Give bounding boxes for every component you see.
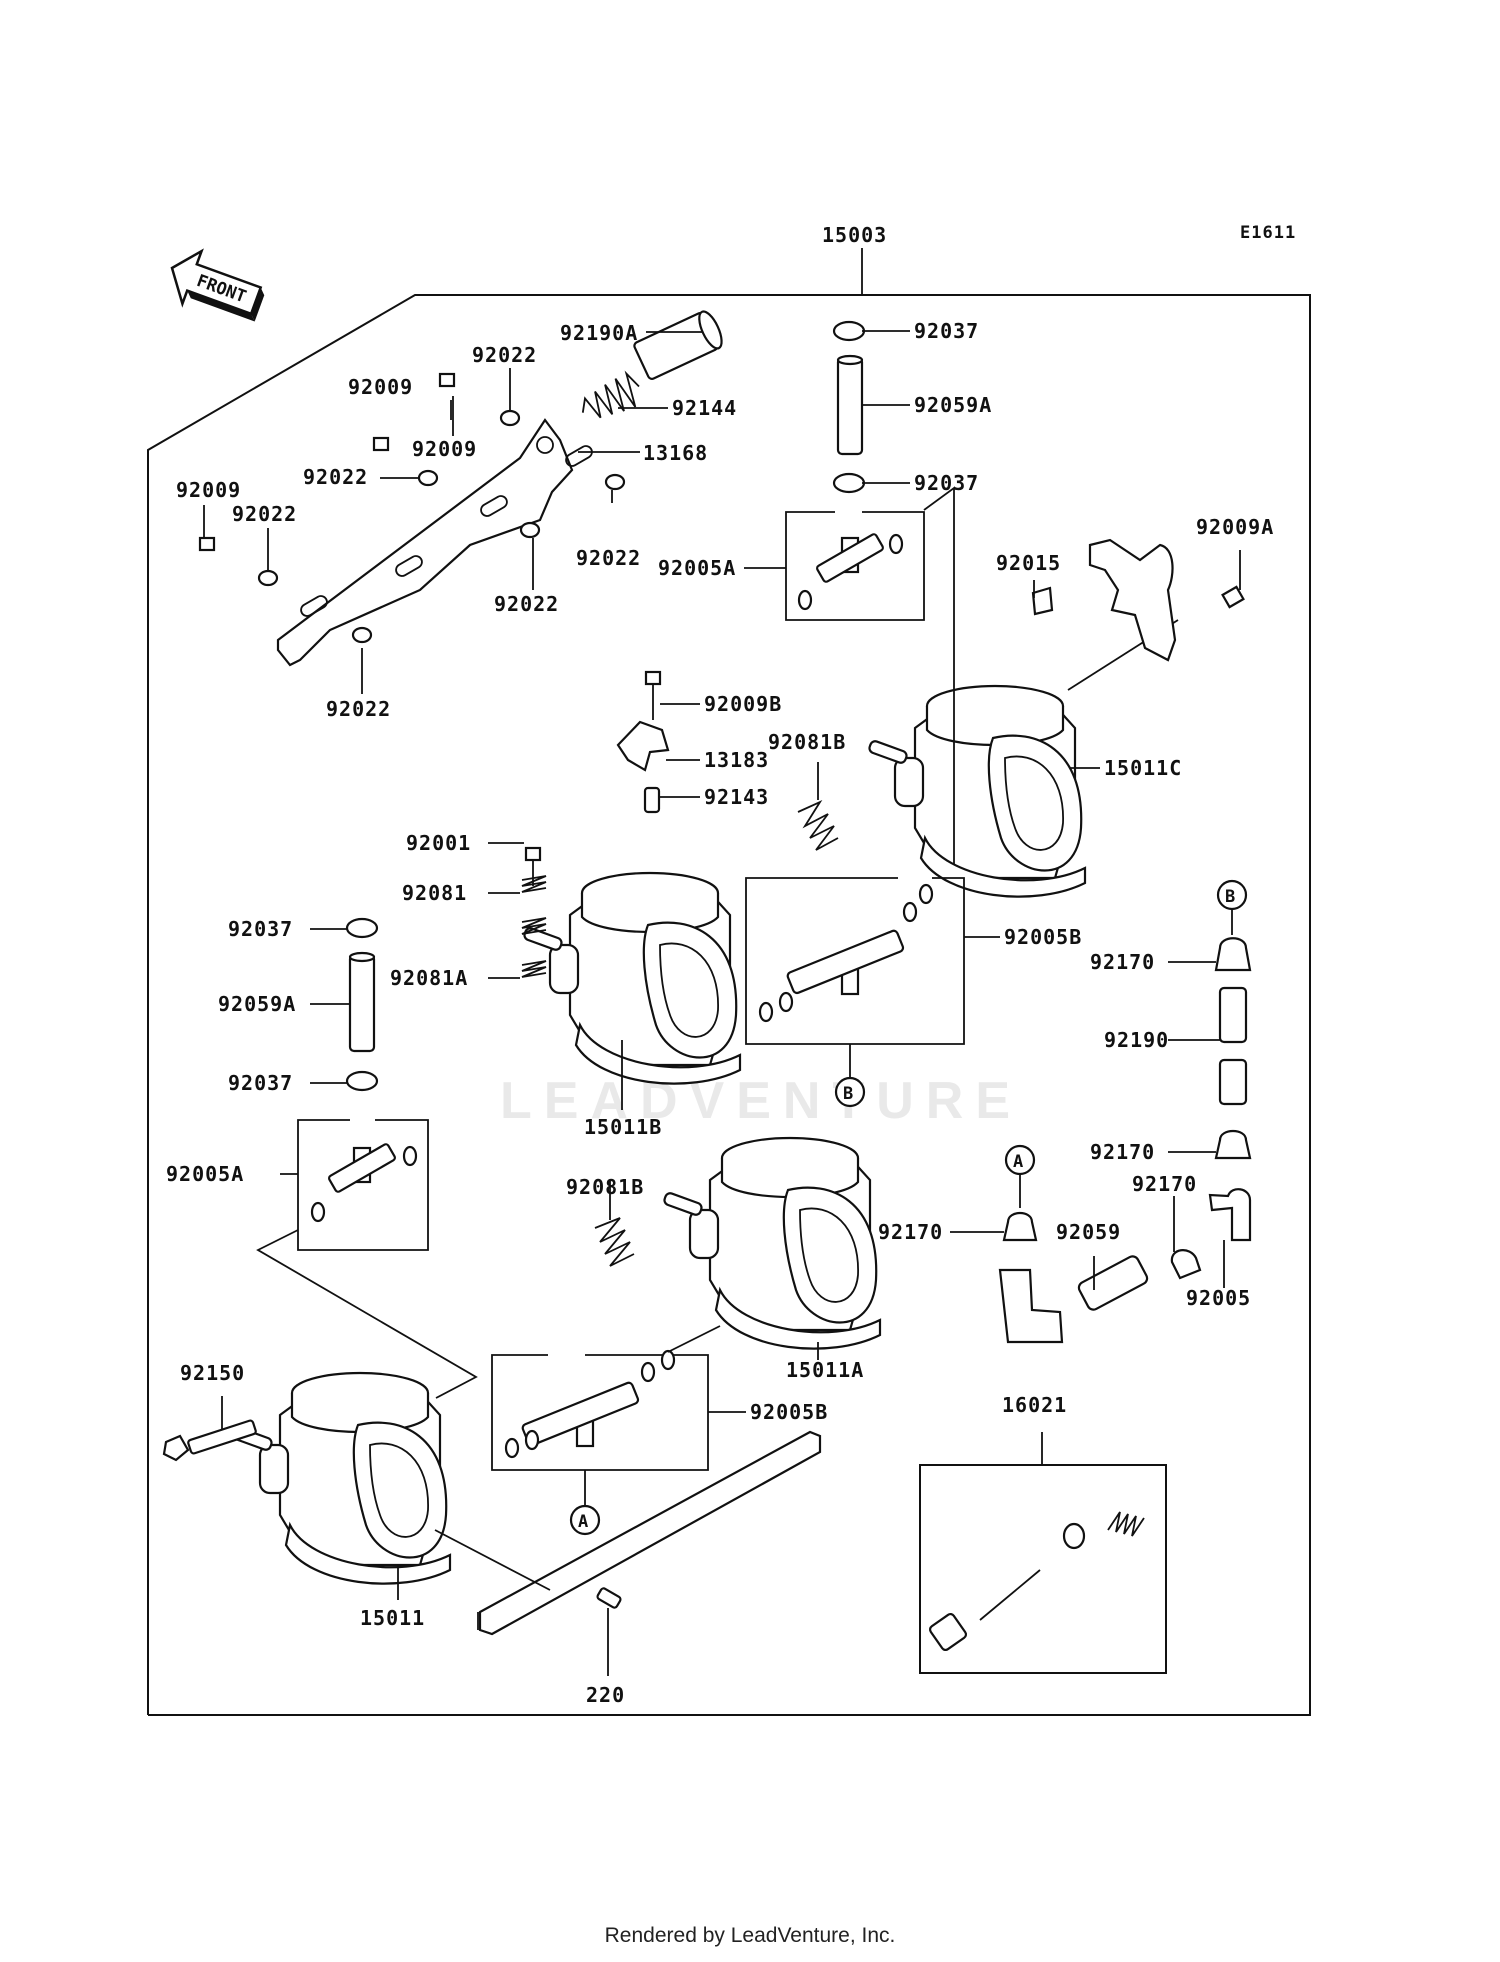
carburetor-15011A [661,1136,882,1350]
label-92022-d[interactable]: 92022 [576,546,641,570]
footer-credit: Rendered by LeadVenture, Inc. [604,1924,896,1947]
joint-92005B-lower: A [491,1217,721,1536]
label-13168[interactable]: 13168 [643,441,708,465]
label-92190A[interactable]: 92190A [560,321,638,345]
label-92170-c[interactable]: 92170 [1090,1140,1155,1164]
carburetor-15011B [521,871,742,1085]
label-92144[interactable]: 92144 [672,396,737,420]
label-92170-d[interactable]: 92170 [1132,1172,1197,1196]
diagram-code: E1611 [1240,223,1296,243]
label-92150[interactable]: 92150 [180,1361,245,1385]
label-92005B-low[interactable]: 92005B [750,1400,828,1424]
label-92009B[interactable]: 92009B [704,692,782,716]
carburetor-15011 [231,1371,452,1585]
label-92009-b[interactable]: 92009 [412,437,477,461]
label-92081B-low[interactable]: 92081B [566,1175,644,1199]
kit-16021 [919,1432,1167,1674]
label-15011A[interactable]: 15011A [786,1358,864,1382]
label-92037-left2[interactable]: 92037 [228,1071,293,1095]
callout-b-lower[interactable]: B [843,1084,854,1104]
joint-92005A-left [256,917,478,1399]
label-15011C[interactable]: 15011C [1104,756,1182,780]
label-92001[interactable]: 92001 [406,831,471,855]
joint-92005A-top [785,320,925,621]
label-92022-f[interactable]: 92022 [326,697,391,721]
bracket-13168 [276,418,593,667]
callout-a-upper[interactable]: A [1013,1152,1024,1172]
label-92170-a[interactable]: 92170 [878,1220,943,1244]
label-220[interactable]: 220 [586,1683,625,1707]
front-arrow-icon: FRONT [170,248,265,322]
label-92037-top1[interactable]: 92037 [914,319,979,343]
label-92037-top2[interactable]: 92037 [914,471,979,495]
label-92081[interactable]: 92081 [402,881,467,905]
leader-lines [203,330,1241,1676]
label-92009A[interactable]: 92009A [1196,515,1274,539]
watermark-text: LEADVENTURE [500,1072,1022,1130]
callout-b-upper[interactable]: B [1225,887,1236,907]
label-92059[interactable]: 92059 [1056,1220,1121,1244]
label-15011B[interactable]: 15011B [584,1115,662,1139]
label-92037-left1[interactable]: 92037 [228,917,293,941]
label-92005B-top[interactable]: 92005B [1004,925,1082,949]
label-92005A-top[interactable]: 92005A [658,556,736,580]
label-92009-c[interactable]: 92009 [176,478,241,502]
label-92170-b[interactable]: 92170 [1090,950,1155,974]
assembly-frame: 15003 [147,223,1311,1716]
part-labels: 92190A 92144 13168 92022 92009 92009 920… [166,319,1274,1707]
carburetor-15011C [866,684,1087,898]
label-92022-b[interactable]: 92022 [303,465,368,489]
small-fasteners [198,310,723,644]
label-92143[interactable]: 92143 [704,785,769,809]
label-92022-e[interactable]: 92022 [494,592,559,616]
label-92059A-left[interactable]: 92059A [218,992,296,1016]
label-92005[interactable]: 92005 [1186,1286,1251,1310]
label-92022-a[interactable]: 92022 [472,343,537,367]
parts-centre-upper [521,670,839,978]
label-92059A-top[interactable]: 92059A [914,393,992,417]
label-92190[interactable]: 92190 [1104,1028,1169,1052]
label-92015[interactable]: 92015 [996,551,1061,575]
label-92081A[interactable]: 92081A [390,966,468,990]
label-16021[interactable]: 16021 [1002,1393,1067,1417]
label-15011[interactable]: 15011 [360,1606,425,1630]
bolt-92150 [162,1419,257,1462]
label-92005A-left[interactable]: 92005A [166,1162,244,1186]
callout-a-lower[interactable]: A [578,1512,589,1532]
label-92022-c[interactable]: 92022 [232,502,297,526]
joint-92005B-upper: B [745,877,965,1108]
stay-plate [434,1430,822,1640]
label-15003[interactable]: 15003 [822,223,887,247]
label-92081B-top[interactable]: 92081B [768,730,846,754]
label-92009-a[interactable]: 92009 [348,375,413,399]
bracket-92009A [1031,538,1245,662]
hoses-right: B A [998,879,1252,1344]
label-13183[interactable]: 13183 [704,748,769,772]
